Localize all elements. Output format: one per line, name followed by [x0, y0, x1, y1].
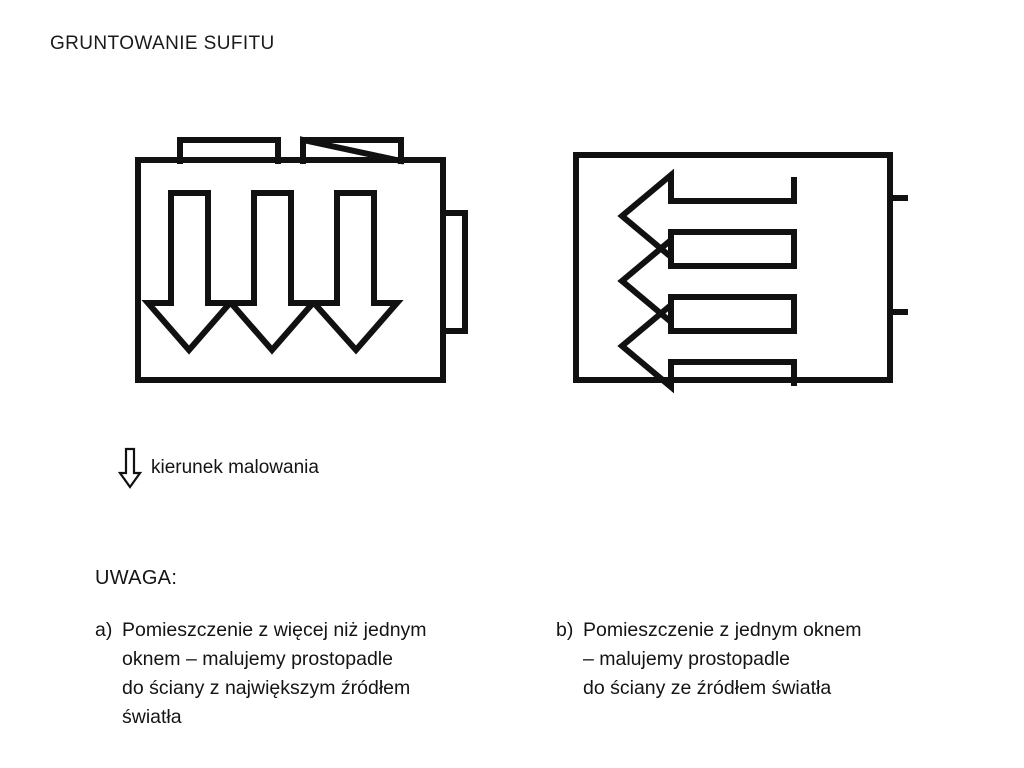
note-text: Pomieszczenie z więcej niż jednym oknem … [122, 619, 427, 728]
arrow-down-icon [307, 190, 404, 355]
room-outline [135, 157, 446, 383]
room-diagram-one-window [558, 140, 908, 395]
room-diagram-two-windows [120, 120, 490, 395]
door-icon [440, 210, 468, 334]
window-icon [177, 137, 281, 164]
note-text: Pomieszczenie z jednym oknem – malujemy … [583, 619, 862, 699]
room-outline [573, 152, 893, 383]
page-title: GRUNTOWANIE SUFITU [50, 33, 275, 54]
notes-heading: UWAGA: [95, 567, 178, 589]
arrow-down-icon [118, 447, 142, 489]
arrow-left-icon [617, 233, 797, 329]
note-item-b: b) Pomieszczenie z jednym oknem – maluje… [556, 616, 976, 703]
room-diagram-two-windows-svg [135, 136, 468, 383]
note-marker: a) [95, 619, 113, 641]
legend: kierunek malowania [118, 447, 319, 489]
arrow-left-icon [617, 298, 797, 394]
note-marker: b) [556, 619, 574, 641]
arrow-left-icon [617, 168, 797, 264]
legend-label: kierunek malowania [151, 456, 319, 478]
note-item-a: a) Pomieszczenie z więcej niż jednym okn… [95, 616, 515, 732]
door-icon [887, 195, 908, 315]
arrow-down-icon [224, 190, 320, 355]
room-diagram-one-window-svg [573, 152, 908, 394]
arrow-down-icon [141, 190, 237, 355]
window-icon [300, 137, 404, 164]
